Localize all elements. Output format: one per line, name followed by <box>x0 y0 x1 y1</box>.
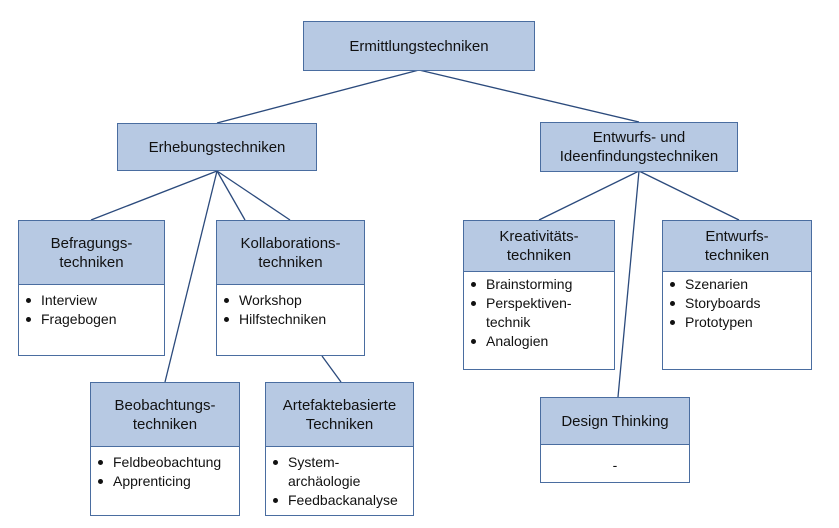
card-title-line-2: techniken <box>59 253 124 271</box>
card-header: Kreativitäts- techniken <box>464 221 614 272</box>
card-kollaborationstechniken: Kollaborations- techniken Workshop Hilfs… <box>216 220 365 356</box>
list-item-line-1: Perspektiven- <box>486 295 572 311</box>
card-title-line-1: Kreativitäts- <box>499 228 579 245</box>
node-entwurfs-und-ideenfindung: Entwurfs- und Ideenfindungstechniken <box>540 122 738 172</box>
card-befragungstechniken: Befragungs- techniken Interview Fragebog… <box>18 220 165 356</box>
node-label-line-2: Ideenfindungstechniken <box>559 148 719 165</box>
list-item: Szenarien <box>670 275 807 294</box>
list-item: System- archäologie <box>273 453 409 491</box>
list-item: Feldbeobachtung <box>98 453 235 472</box>
card-list: Interview Fragebogen <box>19 285 164 329</box>
list-item-line-1: Feedbackanalyse <box>288 492 398 508</box>
card-list: Feldbeobachtung Apprenticing <box>91 447 239 491</box>
list-item-line-1: Brainstorming <box>486 276 573 292</box>
card-header: Artefaktebasierte Techniken <box>266 383 413 447</box>
card-design-thinking: Design Thinking - <box>540 397 690 483</box>
card-list: Workshop Hilfstechniken <box>217 285 364 329</box>
list-item: Workshop <box>224 291 360 310</box>
list-item: Analogien <box>471 332 610 351</box>
node-label: Erhebungstechniken <box>148 138 286 156</box>
list-item: Perspektiven- technik <box>471 294 610 332</box>
node-erhebungstechniken: Erhebungstechniken <box>117 123 317 171</box>
list-item-line-1: Analogien <box>486 333 549 349</box>
card-title-line-1: Befragungs- <box>50 234 133 252</box>
card-title-line-1: Kollaborations- <box>240 234 341 252</box>
list-item: Feedbackanalyse <box>273 491 409 510</box>
card-body-placeholder: - <box>612 457 618 473</box>
node-label-line-1: Entwurfs- und <box>592 129 686 146</box>
card-title-line-2: techniken <box>132 415 198 433</box>
card-header: Befragungs- techniken <box>19 221 164 285</box>
card-header: Kollaborations- techniken <box>217 221 364 285</box>
card-title-line-2: techniken <box>506 247 572 264</box>
list-item-line-1: System- <box>288 454 340 470</box>
list-item: Interview <box>26 291 160 310</box>
card-title-line-2: techniken <box>704 247 770 264</box>
card-list: Szenarien Storyboards Prototypen <box>663 272 811 332</box>
node-ermittlungstechniken: Ermittlungstechniken <box>303 21 535 71</box>
list-item-line-2: technik <box>486 314 531 330</box>
card-title-line-2: Techniken <box>305 415 374 433</box>
list-item: Brainstorming <box>471 275 610 294</box>
card-header: Beobachtungs- techniken <box>91 383 239 447</box>
list-item: Storyboards <box>670 294 807 313</box>
card-beobachtungstechniken: Beobachtungs- techniken Feldbeobachtung … <box>90 382 240 516</box>
card-list: Brainstorming Perspektiven- technik Anal… <box>464 272 614 351</box>
card-list: System- archäologie Feedbackanalyse <box>266 447 413 510</box>
card-header: Entwurfs- techniken <box>663 221 811 272</box>
card-kreativitaetstechniken: Kreativitäts- techniken Brainstorming Pe… <box>463 220 615 370</box>
list-item-line-2: archäologie <box>288 473 361 489</box>
card-title-line-1: Beobachtungs- <box>114 396 216 414</box>
card-artefaktebasierte-techniken: Artefaktebasierte Techniken System- arch… <box>265 382 414 516</box>
list-item: Fragebogen <box>26 310 160 329</box>
card-title: Design Thinking <box>561 412 669 430</box>
list-item: Prototypen <box>670 313 807 332</box>
list-item: Hilfstechniken <box>224 310 360 329</box>
card-title-line-1: Artefaktebasierte <box>282 396 397 414</box>
list-item: Apprenticing <box>98 472 235 491</box>
card-header: Design Thinking <box>541 398 689 445</box>
card-entwurfstechniken: Entwurfs- techniken Szenarien Storyboard… <box>662 220 812 370</box>
card-title-line-2: techniken <box>258 253 323 271</box>
node-label: Ermittlungstechniken <box>349 37 489 55</box>
card-title-line-1: Entwurfs- <box>705 228 769 245</box>
